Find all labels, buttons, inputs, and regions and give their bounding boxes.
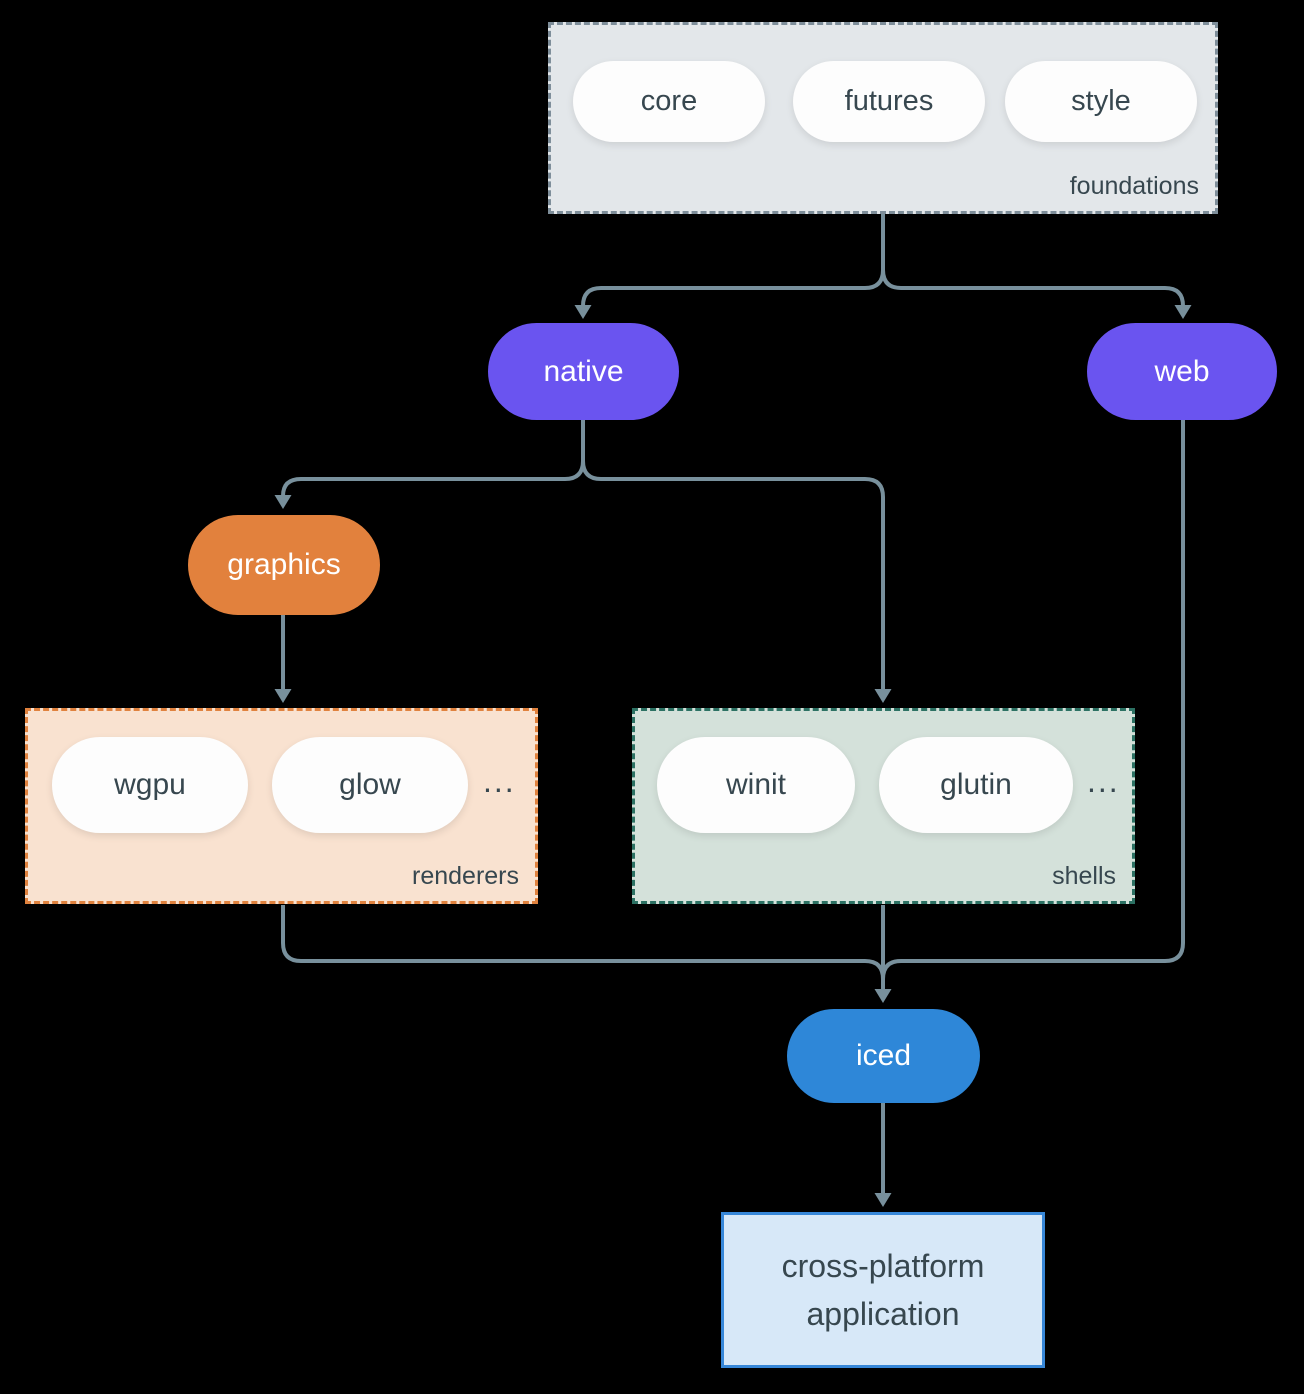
arrowhead-native — [574, 305, 592, 319]
edge-native-shells — [581, 420, 885, 689]
node-glutin: glutin — [879, 737, 1073, 833]
arrowhead-web — [1174, 305, 1192, 319]
node-winit: winit — [657, 737, 855, 833]
arrowhead-graphics — [274, 495, 292, 509]
node-web: web — [1087, 323, 1277, 420]
group-shells: winit glutin ... shells — [632, 708, 1135, 904]
node-wgpu: wgpu — [52, 737, 248, 833]
edge-foundations-web — [881, 214, 1185, 307]
group-foundations-label: foundations — [1069, 172, 1199, 200]
edge-renderers-merge — [281, 905, 885, 980]
group-renderers: wgpu glow ... renderers — [25, 708, 538, 904]
edge-foundations-native — [581, 214, 885, 307]
group-foundations: core futures style foundations — [548, 22, 1218, 214]
node-graphics: graphics — [188, 515, 380, 615]
edge-web-merge — [881, 420, 1185, 980]
edge-native-graphics — [281, 420, 585, 497]
node-iced: iced — [787, 1009, 980, 1103]
arrowhead-app — [874, 1193, 892, 1207]
arrowhead-iced — [874, 989, 892, 1003]
group-renderers-label: renderers — [412, 862, 519, 890]
shells-ellipsis: ... — [1087, 763, 1120, 799]
arrowhead-renderers — [274, 689, 292, 703]
node-style: style — [1005, 61, 1197, 142]
renderers-ellipsis: ... — [483, 763, 516, 799]
node-cross-platform-application: cross-platform application — [721, 1212, 1045, 1368]
node-native: native — [488, 323, 679, 420]
group-shells-label: shells — [1052, 862, 1116, 890]
node-core: core — [573, 61, 765, 142]
node-glow: glow — [272, 737, 468, 833]
arrowhead-shells — [874, 689, 892, 703]
node-futures: futures — [793, 61, 985, 142]
